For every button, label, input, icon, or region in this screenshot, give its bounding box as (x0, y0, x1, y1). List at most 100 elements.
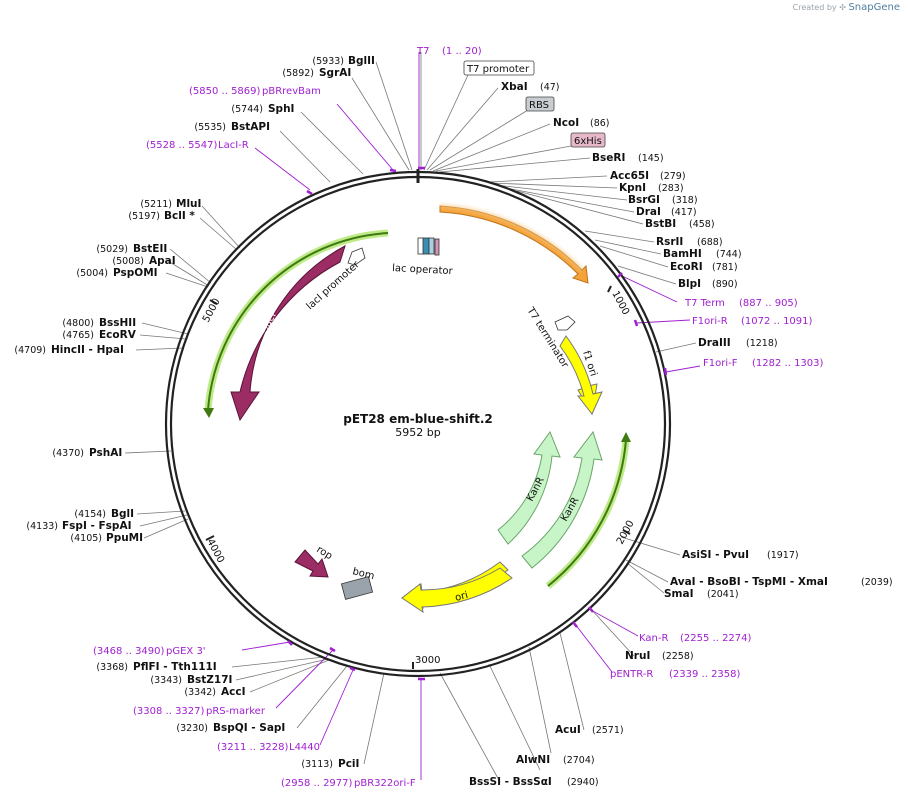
svg-text:(3342): (3342) (184, 687, 216, 698)
t7-terminator-arrow[interactable] (554, 315, 576, 331)
site-ncoi[interactable]: NcoI (553, 117, 579, 129)
primer-l4440[interactable]: L4440 (289, 742, 320, 753)
site-bsteii[interactable]: BstEII (133, 243, 167, 255)
primer-pbrrevbam[interactable]: pBRrevBam (262, 86, 321, 97)
primer-pbr322ori-f[interactable]: pBR322ori-F (354, 778, 416, 789)
rbs-label[interactable]: RBS (529, 100, 549, 111)
tick-marks (205, 285, 631, 669)
primer-t7[interactable]: T7 (416, 46, 429, 57)
svg-text:(4154): (4154) (74, 509, 106, 520)
svg-text:(4709): (4709) (14, 345, 46, 356)
boxed-feature-labels: T7 promoter RBS 6xHis (463, 60, 606, 148)
primer-pentr-r[interactable]: pENTR-R (610, 669, 653, 680)
site-asisi-pvui[interactable]: AsiSI - PvuI (682, 549, 749, 561)
svg-text:(5744): (5744) (231, 104, 263, 115)
site-bstz17i[interactable]: BstZ17I (187, 674, 232, 686)
svg-text:(3343): (3343) (150, 675, 182, 686)
site-apai[interactable]: ApaI (149, 255, 176, 267)
svg-text:(1072 .. 1091): (1072 .. 1091) (741, 316, 813, 327)
site-blpi[interactable]: BlpI (678, 278, 701, 290)
primer-pgex-3[interactable]: pGEX 3' (166, 646, 206, 657)
orf-arrow-right (547, 439, 627, 587)
site-fspi-fspai[interactable]: FspI - FspAI (62, 520, 132, 532)
laci-promoter-arrow[interactable] (347, 247, 366, 266)
svg-text:(2571): (2571) (592, 725, 624, 736)
site-bsshii[interactable]: BssHII (99, 317, 136, 329)
svg-text:(4105): (4105) (70, 533, 102, 544)
lac-operator-label: lac operator (392, 263, 454, 277)
site-bstbi[interactable]: BstBI (645, 218, 676, 230)
site-xbai[interactable]: XbaI (501, 81, 528, 93)
orf-arrow-left (207, 232, 389, 411)
ori-label: ori (454, 590, 469, 604)
site-psppomi[interactable]: PspOMI (113, 267, 158, 279)
svg-text:(2258): (2258) (662, 651, 694, 662)
primer-labels: T7 (1 .. 20) (5850 .. 5869) pBRrevBam (5… (93, 46, 824, 789)
svg-text:(5211): (5211) (140, 199, 172, 210)
site-bspqi-sapi[interactable]: BspQI - SapI (213, 722, 285, 734)
site-acui[interactable]: AcuI (555, 724, 581, 736)
primer-f1ori-f[interactable]: F1ori-F (703, 358, 738, 369)
tick-label-2000: 2000 (615, 519, 637, 547)
kanr-arrow-1[interactable] (497, 430, 561, 545)
site-pflfi-tth111i[interactable]: PflFI - Tth111I (133, 661, 217, 673)
site-bsrgi[interactable]: BsrGI (628, 194, 660, 206)
site-nrui[interactable]: NruI (625, 650, 650, 662)
plasmid-name: pET28 em-blue-shift.2 (343, 412, 493, 426)
svg-text:(3308 .. 3327): (3308 .. 3327) (133, 706, 205, 717)
svg-text:(283): (283) (658, 183, 684, 194)
svg-text:(86): (86) (590, 118, 610, 129)
site-mlui[interactable]: MluI (176, 198, 201, 210)
site-avai-group[interactable]: AvaI - BsoBI - TspMI - XmaI (670, 576, 828, 588)
primer-f1ori-r[interactable]: F1ori-R (692, 316, 728, 327)
svg-text:(2940): (2940) (567, 777, 599, 788)
site-ppumi[interactable]: PpuMI (106, 532, 143, 544)
site-alwni[interactable]: AlwNI (516, 754, 550, 766)
primer-prs-marker[interactable]: pRS-marker (206, 706, 266, 717)
plasmid-backbone (164, 169, 672, 678)
bom-label: bom (351, 566, 375, 582)
site-ecorv[interactable]: EcoRV (99, 329, 137, 341)
site-acc65i[interactable]: Acc65I (610, 170, 649, 182)
site-bglii[interactable]: BglII (348, 55, 375, 67)
site-bseri[interactable]: BseRI (592, 152, 625, 164)
site-kpni[interactable]: KpnI (619, 182, 646, 194)
t7-terminator-label: T7 terminator (524, 305, 571, 371)
site-bstapi[interactable]: BstAPI (231, 121, 270, 133)
site-sphi[interactable]: SphI (268, 103, 294, 115)
svg-text:(3468 .. 3490): (3468 .. 3490) (93, 646, 165, 657)
site-bamhi[interactable]: BamHI (663, 248, 702, 260)
t7-promoter-label[interactable]: T7 promoter (466, 64, 530, 75)
site-rsrii[interactable]: RsrII (656, 236, 683, 248)
laci-arrow[interactable] (230, 244, 346, 422)
site-draiii[interactable]: DraIII (698, 337, 731, 349)
site-pcii[interactable]: PciI (338, 758, 359, 770)
6xhis-label[interactable]: 6xHis (574, 136, 602, 147)
restriction-sites-right: XbaI (47) NcoI (86) BseRI (145) Acc65I (… (469, 81, 893, 788)
bom-box[interactable] (340, 576, 374, 600)
primer-t7-term[interactable]: T7 Term (684, 298, 725, 309)
kanr-arrow-2[interactable] (521, 430, 603, 569)
site-bcli[interactable]: BclI * (164, 210, 195, 222)
svg-text:(5029): (5029) (96, 244, 128, 255)
site-bsssi[interactable]: BssSI - BssSαI (469, 776, 552, 788)
site-hincii-hpai[interactable]: HincII - HpaI (51, 344, 124, 356)
site-acci[interactable]: AccI (221, 686, 245, 698)
site-bgli[interactable]: BglI (111, 508, 134, 520)
site-smai[interactable]: SmaI (664, 588, 694, 600)
rop-arrow[interactable] (294, 549, 329, 578)
svg-text:(4133): (4133) (26, 521, 58, 532)
site-ecori[interactable]: EcoRI (670, 261, 703, 273)
site-drai[interactable]: DraI (636, 206, 661, 218)
t7-region-arrow[interactable] (439, 205, 589, 284)
primer-laci-r[interactable]: LacI-R (218, 140, 249, 151)
site-sgrai[interactable]: SgrAI (319, 67, 351, 79)
primer-kan-r[interactable]: Kan-R (639, 633, 668, 644)
svg-text:(279): (279) (660, 171, 686, 182)
svg-text:(458): (458) (689, 219, 715, 230)
site-pshai[interactable]: PshAI (89, 447, 122, 459)
svg-text:(4370): (4370) (52, 448, 84, 459)
svg-text:(1 .. 20): (1 .. 20) (442, 46, 482, 57)
svg-text:(890): (890) (712, 279, 738, 290)
